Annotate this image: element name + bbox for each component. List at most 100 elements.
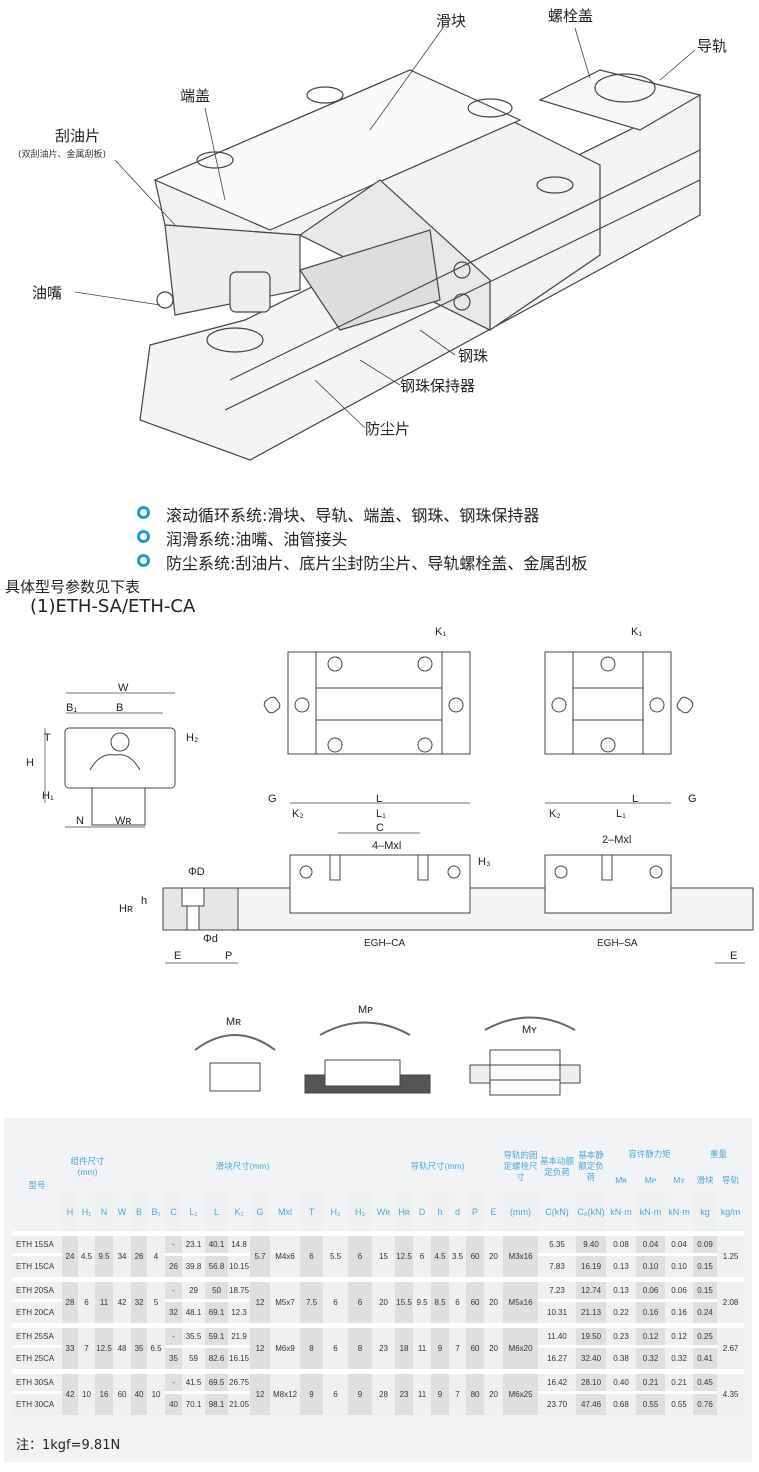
table-cell: 35	[131, 1323, 148, 1369]
table-cell: M5x16	[503, 1277, 539, 1323]
label-ball-retainer: 钢珠保持器	[400, 377, 476, 395]
label-steel-ball: 钢珠	[458, 347, 489, 365]
header-symbol: kN·m	[668, 1206, 690, 1217]
table-cell: 32	[131, 1277, 148, 1323]
table-cell: 8	[300, 1323, 324, 1369]
header-weight-col: 导轨	[722, 1175, 740, 1185]
table-cell: 48.1	[182, 1299, 206, 1323]
header-symbol: P	[466, 1193, 485, 1231]
table-cell: 0.15	[693, 1277, 718, 1299]
linear-guide-drawings	[44, 24, 754, 1096]
moment-my-label: Mʏ	[522, 1024, 537, 1036]
dim-2-mxl: 2–Mxl	[602, 834, 632, 846]
table-cell: 20	[372, 1277, 396, 1323]
table-cell: 56.8	[205, 1253, 229, 1277]
header-symbol: kN·m	[610, 1206, 632, 1217]
dim-h: H	[26, 757, 34, 769]
bullet-lubrication: 润滑系统:油嘴、油管接头	[166, 530, 348, 549]
header-symbol: B₁	[151, 1206, 161, 1217]
dim-l: L	[632, 793, 639, 805]
table-cell: 0.13	[606, 1253, 637, 1277]
model-cell: ETH 30CA	[12, 1391, 62, 1415]
table-cell: 7	[449, 1369, 467, 1415]
table-cell: 39.8	[182, 1253, 206, 1277]
table-cell: 28	[372, 1369, 396, 1415]
dim-p: P	[225, 950, 233, 962]
label-scraper: 刮油片	[55, 127, 101, 145]
table-cell: 12.5	[95, 1323, 114, 1369]
table-cell: 21.13	[576, 1299, 607, 1323]
table-cell: M6x20	[503, 1323, 539, 1369]
bullet-rolling: 滚动循环系统:滑块、导轨、端盖、钢珠、钢珠保持器	[166, 506, 540, 525]
table-cell: 34	[113, 1231, 132, 1277]
table-cell: 8	[348, 1323, 373, 1369]
table-cell: 20	[484, 1277, 504, 1323]
table-cell: 0.32	[636, 1345, 666, 1369]
table-cell: 6.5	[147, 1323, 166, 1369]
table-cell: 16.15	[228, 1345, 251, 1369]
dim-k1: K₁	[435, 626, 447, 638]
table-cell: 7.5	[300, 1277, 324, 1323]
table-cell: 12	[250, 1369, 271, 1415]
end-view	[44, 692, 176, 828]
table-cell: 20	[484, 1369, 504, 1415]
table-cell: 0.16	[665, 1299, 694, 1323]
header-symbol: L	[205, 1193, 229, 1231]
table-cell: 41.5	[182, 1369, 206, 1391]
table-cell: 9	[431, 1369, 450, 1415]
header-symbol: Mxl	[278, 1206, 293, 1217]
table-cell: -	[165, 1369, 183, 1391]
table-cell: 0.10	[665, 1253, 694, 1277]
table-cell: 59.1	[205, 1323, 229, 1345]
table-cell: 11.40	[538, 1323, 577, 1345]
header-symbol: C(kN)	[545, 1206, 569, 1217]
table-cell: 0.24	[693, 1299, 718, 1323]
dim-k2: K₂	[292, 808, 304, 820]
table-cell: 6	[323, 1323, 349, 1369]
table-cell: 12	[250, 1277, 271, 1323]
table-cell: 1.25	[717, 1231, 745, 1277]
moment-mr-label: Mʀ	[226, 1016, 242, 1028]
table-cell: 20	[484, 1231, 504, 1277]
table-cell: 26	[165, 1253, 183, 1277]
table-cell: 0.13	[606, 1277, 637, 1299]
model-cell: ETH 20CA	[12, 1299, 62, 1323]
intro-text: 具体型号参数见下表	[5, 578, 141, 596]
model-cell: ETH 15CA	[12, 1253, 62, 1277]
spec-table: 型号组件尺寸(mm)滑块尺寸(mm)导轨尺寸(mm)导轨的固定螺栓尺寸基本动额定…	[12, 1140, 745, 1415]
table-cell: 0.12	[665, 1323, 694, 1345]
table-cell: 6	[323, 1277, 349, 1323]
assembly-illustration	[74, 24, 702, 461]
moment-icons	[194, 1016, 581, 1096]
header-weight: 重量	[710, 1148, 728, 1159]
header-symbol: kg/m	[720, 1206, 741, 1217]
header-symbol: W	[117, 1206, 127, 1217]
dim-e: E	[730, 950, 738, 962]
table-cell: 69.1	[205, 1299, 229, 1323]
header-symbol: K₁	[234, 1206, 244, 1217]
table-cell: 8.5	[431, 1277, 450, 1323]
dim-hr: Hʀ	[119, 903, 133, 915]
table-cell: 0.41	[693, 1345, 718, 1369]
label-dust-seal: 防尘片	[365, 420, 411, 438]
table-cell: M3x16	[503, 1231, 539, 1277]
table-cell: 16.42	[538, 1369, 577, 1391]
header-symbol: H	[62, 1193, 78, 1231]
table-cell: 0.68	[606, 1391, 637, 1415]
header-moment: 容许静力矩	[628, 1148, 671, 1159]
top-view-sa	[544, 651, 694, 755]
table-note: 注：1kgf=9.81N	[16, 1438, 121, 1453]
table-cell: 32	[165, 1299, 183, 1323]
section-title: (1)ETH-SA/ETH-CA	[30, 596, 196, 617]
table-cell: M5x7	[270, 1277, 301, 1323]
table-cell: 16.19	[576, 1253, 607, 1277]
table-cell: 60	[466, 1277, 485, 1323]
header-symbol: h	[431, 1193, 450, 1231]
model-cell: ETH 25CA	[12, 1345, 62, 1369]
table-cell: 0.21	[636, 1369, 666, 1391]
table-cell: 10	[78, 1369, 95, 1415]
header-symbol: N	[95, 1193, 114, 1231]
table-cell: M6x9	[270, 1323, 301, 1369]
